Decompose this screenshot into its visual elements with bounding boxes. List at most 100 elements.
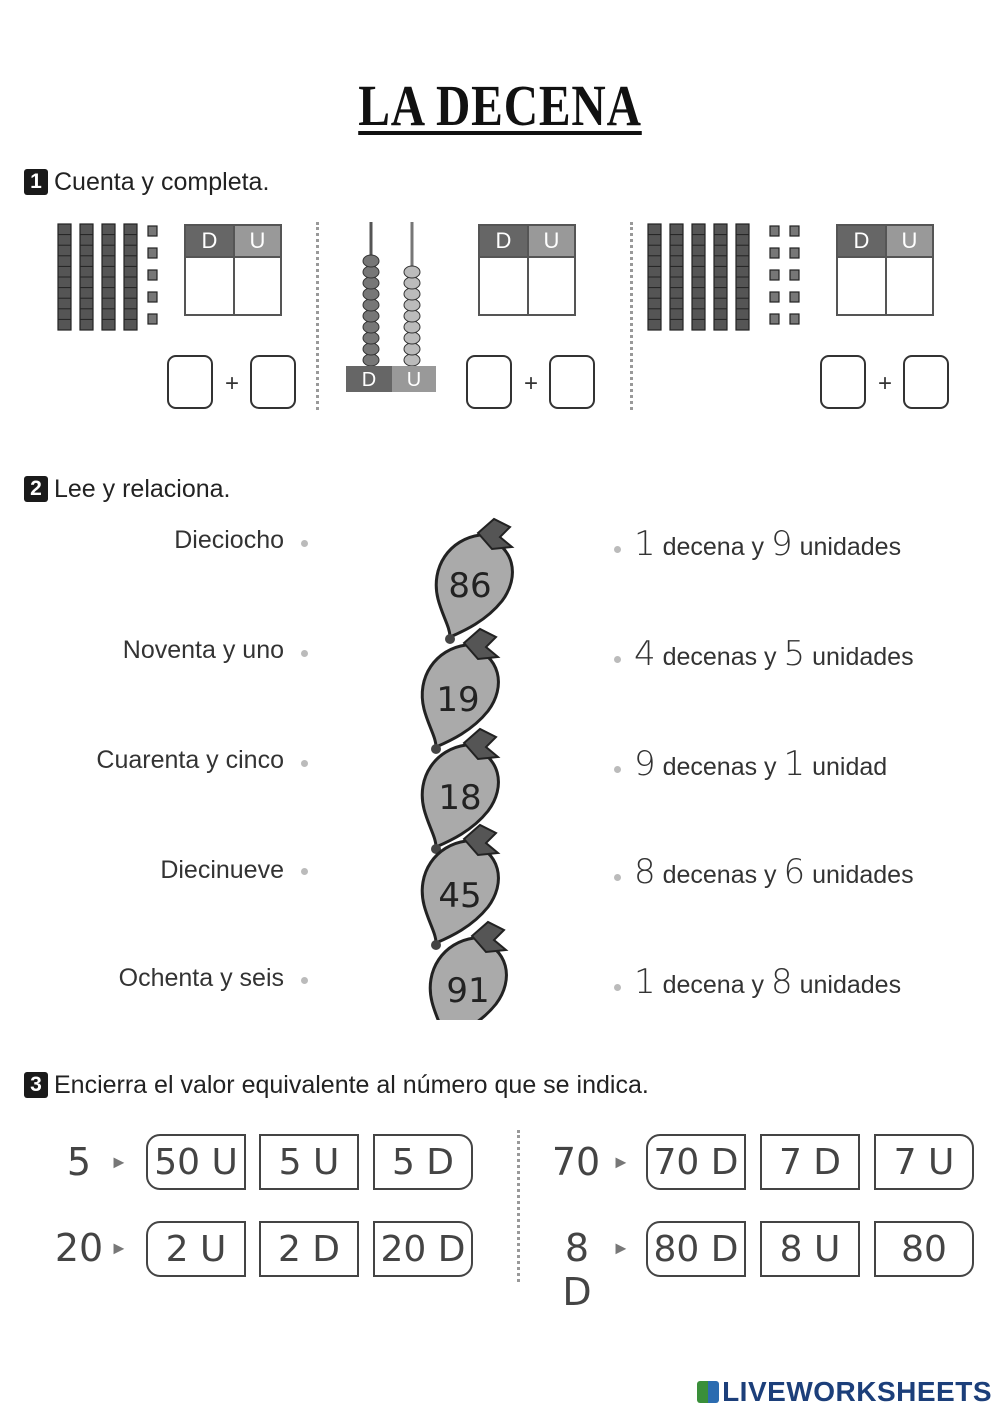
option-box[interactable]: 20 D xyxy=(373,1221,473,1277)
abacus-bead xyxy=(362,309,380,323)
option-box[interactable]: 2 U xyxy=(146,1221,246,1277)
left-item[interactable]: Ochenta y seis xyxy=(118,964,284,992)
row-label: 5 xyxy=(66,1140,92,1184)
left-item[interactable]: Noventa y uno xyxy=(122,636,284,664)
unit-cube xyxy=(147,225,158,237)
balloons-column: 86 19 18 45 91 xyxy=(420,517,514,1020)
option-box[interactable]: 80 D xyxy=(646,1221,746,1277)
abacus-bead xyxy=(362,254,380,268)
abacus-bead xyxy=(403,287,421,301)
du-header-d: D xyxy=(838,226,885,256)
divider xyxy=(517,1130,520,1282)
row-label: 8 D xyxy=(562,1226,592,1314)
abacus-bead xyxy=(362,331,380,345)
base-ten-blocks-c xyxy=(647,223,800,331)
option-box[interactable]: 2 D xyxy=(259,1221,359,1277)
match-dot-left[interactable] xyxy=(301,650,308,657)
option-box[interactable]: 50 U xyxy=(146,1134,246,1190)
right-item[interactable]: 4 decenas y 5 unidades xyxy=(634,634,914,674)
section-1-title: Cuenta y completa. xyxy=(54,167,270,196)
du-header-u: U xyxy=(527,226,574,256)
match-dot-right[interactable] xyxy=(614,874,621,881)
unit-cube xyxy=(147,269,158,281)
page-title: LA DECENA xyxy=(358,73,642,138)
du-cell-u[interactable] xyxy=(527,256,574,314)
abacus-label-d: D xyxy=(362,369,376,391)
unit-cube xyxy=(769,225,780,237)
left-item[interactable]: Diecinueve xyxy=(160,856,284,884)
du-cell-d[interactable] xyxy=(838,256,885,314)
du-table-a: D U xyxy=(184,224,282,316)
unit-cube xyxy=(769,269,780,281)
abacus-bead xyxy=(362,342,380,356)
match-dot-left[interactable] xyxy=(301,868,308,875)
option-box[interactable]: 70 D xyxy=(646,1134,746,1190)
balloon-number: 45 xyxy=(438,876,481,916)
option-box[interactable]: 8 U xyxy=(760,1221,860,1277)
match-dot-right[interactable] xyxy=(614,656,621,663)
match-dot-left[interactable] xyxy=(301,977,308,984)
du-cell-d[interactable] xyxy=(186,256,233,314)
abacus-label-u: U xyxy=(407,369,421,391)
answer-box-a-units[interactable] xyxy=(250,355,296,409)
abacus-bead xyxy=(403,298,421,312)
match-dot-left[interactable] xyxy=(301,760,308,767)
section-2-number: 2 xyxy=(24,476,48,503)
arrow-icon: ► xyxy=(612,1238,630,1258)
unit-cube xyxy=(789,269,800,281)
right-item[interactable]: 9 decenas y 1 unidad xyxy=(634,744,888,784)
option-box[interactable]: 5 D xyxy=(373,1134,473,1190)
abacus-bead xyxy=(362,276,380,290)
unit-cube xyxy=(789,247,800,259)
option-box[interactable]: 5 U xyxy=(259,1134,359,1190)
option-box[interactable]: 7 D xyxy=(760,1134,860,1190)
section-3-title: Encierra el valor equivalente al número … xyxy=(54,1070,649,1099)
match-dot-left[interactable] xyxy=(301,540,308,547)
du-cell-d[interactable] xyxy=(480,256,527,314)
du-cell-u[interactable] xyxy=(885,256,932,314)
divider xyxy=(630,222,633,410)
right-item[interactable]: 1 decena y 8 unidades xyxy=(634,962,902,1002)
du-header-u: U xyxy=(885,226,932,256)
left-item[interactable]: Dieciocho xyxy=(174,526,284,554)
unit-cube xyxy=(769,247,780,259)
du-header-d: D xyxy=(186,226,233,256)
match-dot-right[interactable] xyxy=(614,546,621,553)
arrow-icon: ► xyxy=(612,1152,630,1172)
balloon-number: 91 xyxy=(446,971,489,1011)
plus-sign: + xyxy=(878,370,893,397)
answer-box-c-units[interactable] xyxy=(903,355,949,409)
match-dot-right[interactable] xyxy=(614,766,621,773)
arrow-icon: ► xyxy=(110,1238,128,1258)
section-2-title: Lee y relaciona. xyxy=(54,474,231,503)
abacus-bead xyxy=(403,342,421,356)
abacus-bead xyxy=(362,287,380,301)
abacus-bead xyxy=(403,309,421,323)
arrow-icon: ► xyxy=(110,1152,128,1172)
unit-cube xyxy=(769,313,780,325)
answer-box-b-units[interactable] xyxy=(549,355,595,409)
plus-sign: + xyxy=(524,370,539,397)
balloon-number: 19 xyxy=(436,680,479,720)
unit-cube xyxy=(789,225,800,237)
left-item[interactable]: Cuarenta y cinco xyxy=(96,746,284,774)
answer-box-c-tens[interactable] xyxy=(820,355,866,409)
unit-cube xyxy=(147,291,158,303)
abacus-bead xyxy=(362,298,380,312)
abacus-bead xyxy=(362,265,380,279)
right-item[interactable]: 1 decena y 9 unidades xyxy=(634,524,902,564)
match-dot-right[interactable] xyxy=(614,984,621,991)
plus-sign: + xyxy=(225,370,240,397)
option-box[interactable]: 7 U xyxy=(874,1134,974,1190)
answer-box-b-tens[interactable] xyxy=(466,355,512,409)
right-item[interactable]: 8 decenas y 6 unidades xyxy=(634,852,914,892)
section-3-number: 3 xyxy=(24,1072,48,1099)
row-label: 20 xyxy=(54,1226,104,1270)
du-cell-u[interactable] xyxy=(233,256,280,314)
answer-box-a-tens[interactable] xyxy=(167,355,213,409)
du-header-u: U xyxy=(233,226,280,256)
option-box[interactable]: 80 xyxy=(874,1221,974,1277)
row-label: 70 xyxy=(551,1140,601,1184)
